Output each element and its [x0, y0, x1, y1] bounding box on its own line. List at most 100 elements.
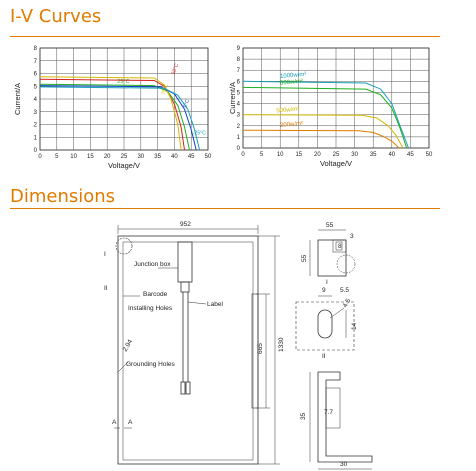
series-label: 200w/m² [280, 121, 303, 129]
y-tick-label: 7 [34, 59, 38, 65]
detail-55-side: 55 [301, 254, 308, 262]
series-line [39, 86, 201, 151]
y-tick-label: 6 [237, 79, 241, 85]
x-tick-label: 40 [388, 152, 395, 158]
x-tick-label: 25 [333, 152, 340, 158]
detail-8: 8 [338, 243, 342, 250]
y-tick-label: 7 [237, 68, 241, 74]
series-line [242, 129, 400, 149]
x-tick-label: 50 [426, 152, 433, 158]
dim-height-inner-label: 665 [257, 343, 264, 354]
x-tick-label: 5 [55, 154, 59, 160]
dimensions-title: Dimensions [10, 186, 116, 207]
y-tick-label: 2 [34, 123, 38, 129]
series-line [242, 80, 409, 149]
series-line [39, 85, 197, 151]
installing-holes-label: Installing Holes [128, 305, 173, 312]
x-tick-label: 5 [260, 152, 264, 158]
y-tick-label: 0 [237, 146, 241, 152]
detail-4-5: 4.5 [342, 297, 353, 309]
detail-2-plate [295, 301, 355, 351]
y-tick-label: 5 [34, 84, 38, 90]
dimensions-drawing: 952 1330 665 Junction box Barcode Label … [104, 221, 373, 470]
detail-2-slot [317, 309, 333, 339]
series-label: 50°C [171, 63, 181, 76]
y-tick-label: 8 [237, 57, 241, 63]
roman-1-detail: I [326, 279, 328, 286]
dim-width-label: 952 [180, 221, 191, 228]
x-tick-label: 35 [154, 154, 161, 160]
x-tick-label: 20 [104, 154, 111, 160]
x-tick-label: 15 [87, 154, 94, 160]
x-axis-label: Voltage/V [320, 159, 352, 168]
x-tick-label: 50 [205, 154, 212, 160]
series-line [39, 76, 182, 151]
diameter-label: 2.94 [122, 338, 135, 353]
y-tick-label: 4 [237, 102, 241, 108]
iv-title-rule [10, 36, 440, 37]
x-tick-label: 0 [38, 154, 42, 160]
series-label: 500w/m² [276, 106, 299, 114]
y-tick-label: 3 [237, 113, 241, 119]
x-tick-label: 45 [188, 154, 195, 160]
detail-circle-1 [115, 237, 133, 255]
grounding-holes-label: Grounding Holes [126, 361, 176, 368]
detail-9: 9 [322, 287, 326, 294]
y-tick-label: 1 [34, 135, 38, 141]
y-tick-label: 6 [34, 72, 38, 78]
barcode-label: Barcode [143, 291, 168, 298]
x-tick-label: 15 [295, 152, 302, 158]
detail-14: 14 [351, 322, 358, 330]
y-axis-label: Current/A [228, 82, 237, 114]
series-label: 25°C [117, 79, 129, 85]
detail-1-profile [317, 239, 347, 277]
y-tick-label: 0 [34, 148, 38, 154]
detail-7-7: 7.7 [324, 409, 333, 416]
iv-curves-title: I-V Curves [10, 6, 102, 27]
dim-height-outer-label: 1330 [278, 337, 285, 352]
y-tick-label: 8 [34, 46, 38, 52]
x-tick-label: 30 [351, 152, 358, 158]
x-tick-label: 0 [241, 152, 245, 158]
y-tick-label: 2 [237, 124, 241, 130]
y-tick-label: 4 [34, 97, 38, 103]
detail-3: 3 [350, 233, 354, 240]
plot-frame [242, 47, 430, 149]
section-aa-profile [317, 371, 373, 463]
detail-5-5: 5.5 [340, 287, 349, 294]
detail-30: 30 [340, 461, 348, 468]
y-tick-label: 3 [34, 110, 38, 116]
dimensions-title-rule [10, 208, 440, 209]
series-label: 800w/m² [280, 79, 303, 87]
y-axis-label: Current/A [13, 83, 22, 115]
series-line [39, 83, 190, 151]
detail-35: 35 [300, 412, 307, 420]
series-label: 1000w/m² [280, 72, 307, 80]
x-tick-label: 10 [70, 154, 77, 160]
y-tick-label: 9 [237, 46, 241, 52]
junction-box [177, 241, 193, 283]
series-line [242, 86, 408, 149]
roman-2-label: II [104, 285, 108, 292]
junction-box-label: Junction box [134, 261, 171, 268]
y-tick-label: 5 [237, 90, 241, 96]
x-axis-label: Voltage/V [108, 161, 140, 170]
x-tick-label: 20 [314, 152, 321, 158]
detail-55-top: 55 [326, 222, 334, 229]
section-a-right: A [128, 419, 133, 426]
series-label: 0°C [182, 98, 191, 108]
y-tick-label: 1 [237, 135, 241, 141]
mounting-slot [251, 293, 259, 409]
x-tick-label: 45 [407, 152, 414, 158]
section-a-left: A [112, 419, 117, 426]
label-label: Label [207, 301, 223, 308]
series-label: -25°C [193, 131, 206, 137]
roman-1-label: I [104, 251, 106, 258]
series-line [242, 114, 404, 149]
x-tick-label: 35 [370, 152, 377, 158]
roman-2-detail: II [322, 353, 326, 360]
x-tick-label: 10 [277, 152, 284, 158]
plot-frame [39, 47, 209, 151]
